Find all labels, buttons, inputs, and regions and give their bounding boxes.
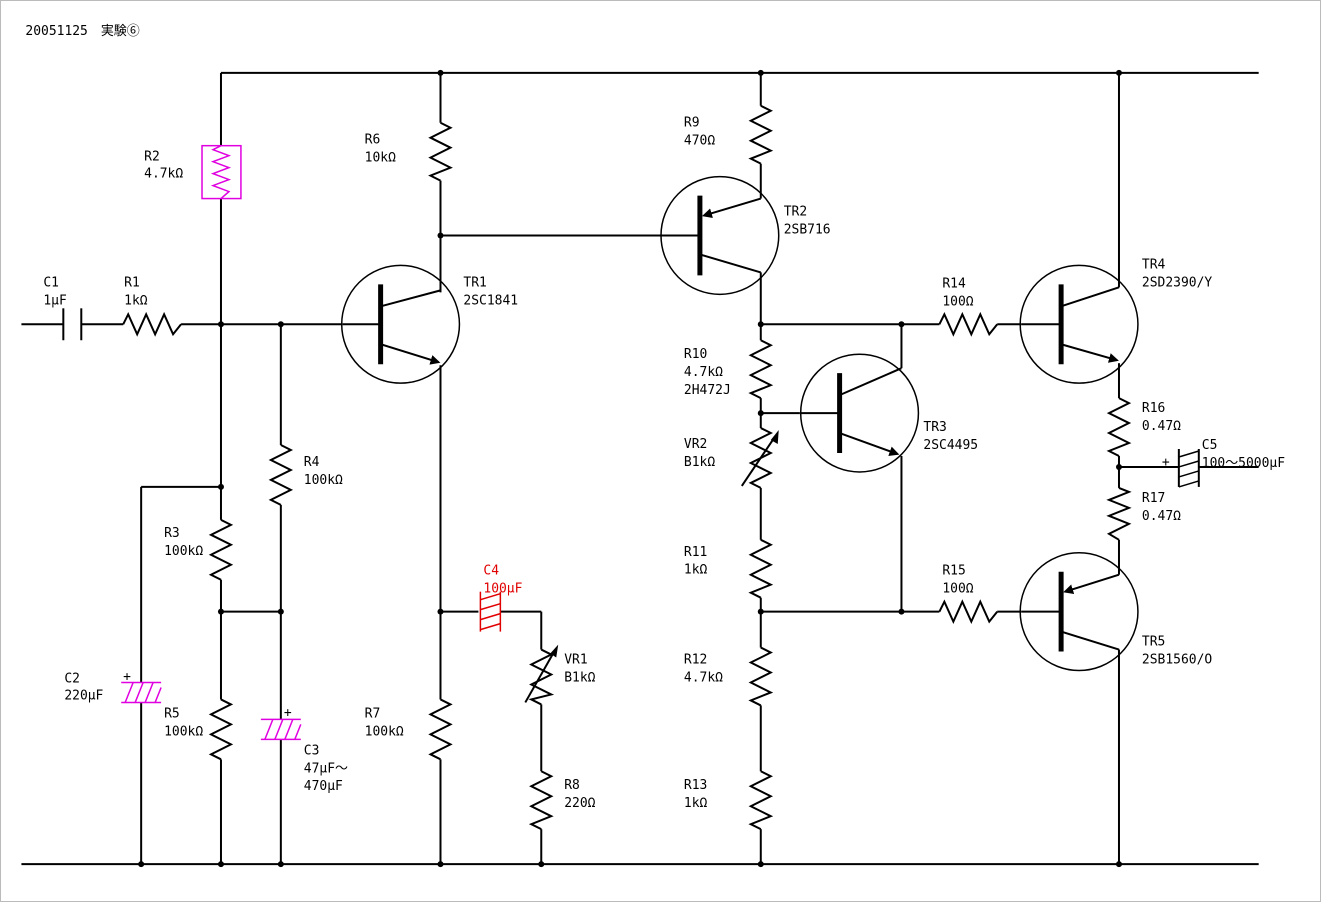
r2-ref: R2: [144, 150, 160, 165]
resistor-r8: [528, 770, 554, 831]
vr2-ref: VR2: [684, 437, 707, 452]
r1-ref: R1: [124, 275, 140, 290]
resistor-r12: [748, 646, 774, 707]
resistor-r7: [428, 698, 453, 761]
resistor-r16: [1106, 397, 1132, 457]
r16-value: 0.47Ω: [1142, 419, 1181, 434]
tr4-value: 2SD2390/Y: [1142, 275, 1212, 290]
resistor-r1: [122, 311, 182, 337]
r12-value: 4.7kΩ: [684, 670, 723, 685]
r17-value: 0.47Ω: [1142, 509, 1181, 524]
c5-value: 100～5000μF: [1202, 456, 1285, 471]
r13-value: 1kΩ: [684, 796, 708, 811]
c1-value: 1μF: [43, 293, 67, 308]
r8-value: 220Ω: [564, 796, 595, 811]
c3-value: 47μF～: [304, 761, 348, 776]
resistor-r11: [748, 538, 774, 599]
resistor-r4: [268, 444, 294, 506]
vr2-value: B1kΩ: [684, 455, 715, 470]
potentiometer-vr1: [524, 644, 559, 706]
transistor-tr3: [799, 353, 920, 473]
resistor-r6: [428, 121, 453, 182]
resistor-r5: [208, 698, 234, 761]
capacitor-c1: [62, 308, 83, 341]
vr1-value: B1kΩ: [564, 670, 595, 685]
c4-value: 100μF: [483, 582, 522, 597]
c2-ref: C2: [64, 671, 80, 686]
tr2-value: 2SB716: [784, 222, 831, 237]
tr4-ref: TR4: [1142, 257, 1166, 272]
transistor-tr5: [1019, 552, 1139, 672]
tr1-wiring: [439, 72, 700, 865]
page-title: 20051125 実験⑥: [25, 23, 139, 39]
r14-value: 100Ω: [942, 294, 973, 309]
r6-ref: R6: [365, 133, 381, 148]
r4-ref: R4: [304, 455, 320, 470]
r7-value: 100kΩ: [365, 724, 404, 739]
r5-value: 100kΩ: [164, 724, 203, 739]
r1-value: 1kΩ: [124, 293, 148, 308]
r2-value: 4.7kΩ: [144, 167, 183, 182]
tr3-value: 2SC4495: [923, 438, 978, 453]
c3-polarity: +: [284, 705, 292, 720]
c5-ref: C5: [1202, 438, 1218, 453]
r16-ref: R16: [1142, 401, 1165, 416]
r7-ref: R7: [365, 706, 381, 721]
r9-value: 470Ω: [684, 134, 715, 149]
r10-value2: 2H472J: [684, 383, 731, 398]
c3-ref: C3: [304, 743, 320, 758]
tr2-wiring: [759, 72, 940, 865]
tr5-ref: TR5: [1142, 635, 1165, 650]
tr2-ref: TR2: [784, 205, 807, 220]
r12-ref: R12: [684, 653, 707, 668]
resistor-r17: [1106, 486, 1132, 541]
r10-value: 4.7kΩ: [684, 365, 723, 380]
r11-ref: R11: [684, 545, 707, 560]
resistor-r2: [201, 144, 242, 200]
c3-value2: 470μF: [304, 779, 343, 794]
r3-ref: R3: [164, 526, 180, 541]
tr1-ref: TR1: [463, 275, 486, 290]
r11-value: 1kΩ: [684, 563, 708, 578]
r6-value: 10kΩ: [365, 151, 396, 166]
c5-polarity: +: [1162, 455, 1170, 470]
c1-ref: C1: [43, 275, 59, 290]
tr5-value: 2SB1560/O: [1142, 653, 1212, 668]
r17-ref: R17: [1142, 491, 1165, 506]
r8-ref: R8: [564, 778, 580, 793]
r3-value: 100kΩ: [164, 544, 203, 559]
r10-ref: R10: [684, 347, 707, 362]
resistor-r13: [748, 770, 774, 831]
c2-polarity: +: [123, 669, 131, 684]
resistor-r15: [938, 599, 999, 625]
r15-ref: R15: [942, 564, 965, 579]
r14-ref: R14: [942, 276, 966, 291]
bias-wiring: [140, 72, 282, 865]
r13-ref: R13: [684, 778, 707, 793]
c2-value: 220μF: [64, 688, 103, 703]
transistor-tr2: [660, 175, 780, 296]
r5-ref: R5: [164, 706, 180, 721]
capacitor-c2: [121, 681, 162, 704]
resistor-r14: [938, 311, 999, 337]
c4-ref: C4: [483, 564, 499, 579]
capacitor-c3: [260, 718, 302, 741]
resistor-r9: [748, 104, 774, 165]
transistor-tr4: [1019, 264, 1139, 384]
tr3-ref: TR3: [923, 420, 946, 435]
capacitor-c5: [1177, 449, 1200, 488]
transistor-tr1: [340, 264, 461, 384]
r15-value: 100Ω: [942, 582, 973, 597]
r9-ref: R9: [684, 116, 700, 131]
junction-dots: [138, 69, 1122, 868]
capacitor-c4: [479, 591, 502, 632]
r4-value: 100kΩ: [304, 473, 343, 488]
tr1-value: 2SC1841: [463, 293, 518, 308]
potentiometer-vr2: [740, 427, 779, 489]
resistor-r3: [208, 518, 234, 581]
vr1-ref: VR1: [564, 653, 587, 668]
resistor-r10: [748, 339, 774, 400]
